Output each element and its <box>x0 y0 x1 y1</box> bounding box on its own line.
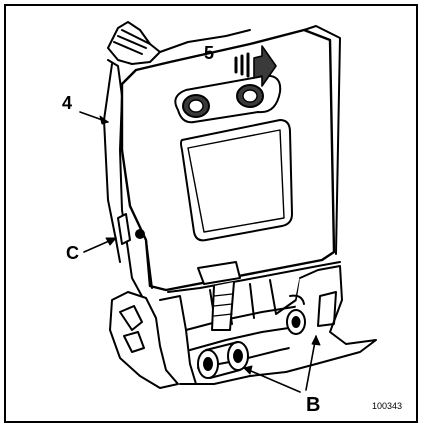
label-part-4: 4 <box>62 93 73 113</box>
pull-arrow <box>234 45 277 87</box>
label-part-c: C <box>66 243 79 263</box>
leader-line-b-left <box>243 367 301 393</box>
handle-recesses <box>174 74 282 124</box>
label-part-b: B <box>306 394 321 416</box>
side-frame <box>103 59 145 301</box>
leader-line-b-right <box>305 335 317 391</box>
figure-reference-code: 100343 <box>372 401 403 411</box>
panel-recess <box>180 119 293 242</box>
folding-panel <box>120 25 341 292</box>
leader-arrow-b-right <box>311 335 321 346</box>
label-part-5: 5 <box>204 43 215 63</box>
roller-assembly <box>197 294 306 379</box>
leader-arrow-4 <box>99 115 109 125</box>
hinge-tab <box>167 261 341 293</box>
leader-arrow-c <box>105 237 117 246</box>
lock-catch <box>117 213 145 245</box>
top-bracket <box>107 21 251 65</box>
webbing-strap <box>211 281 235 331</box>
leader-arrow-b-left <box>243 365 253 375</box>
